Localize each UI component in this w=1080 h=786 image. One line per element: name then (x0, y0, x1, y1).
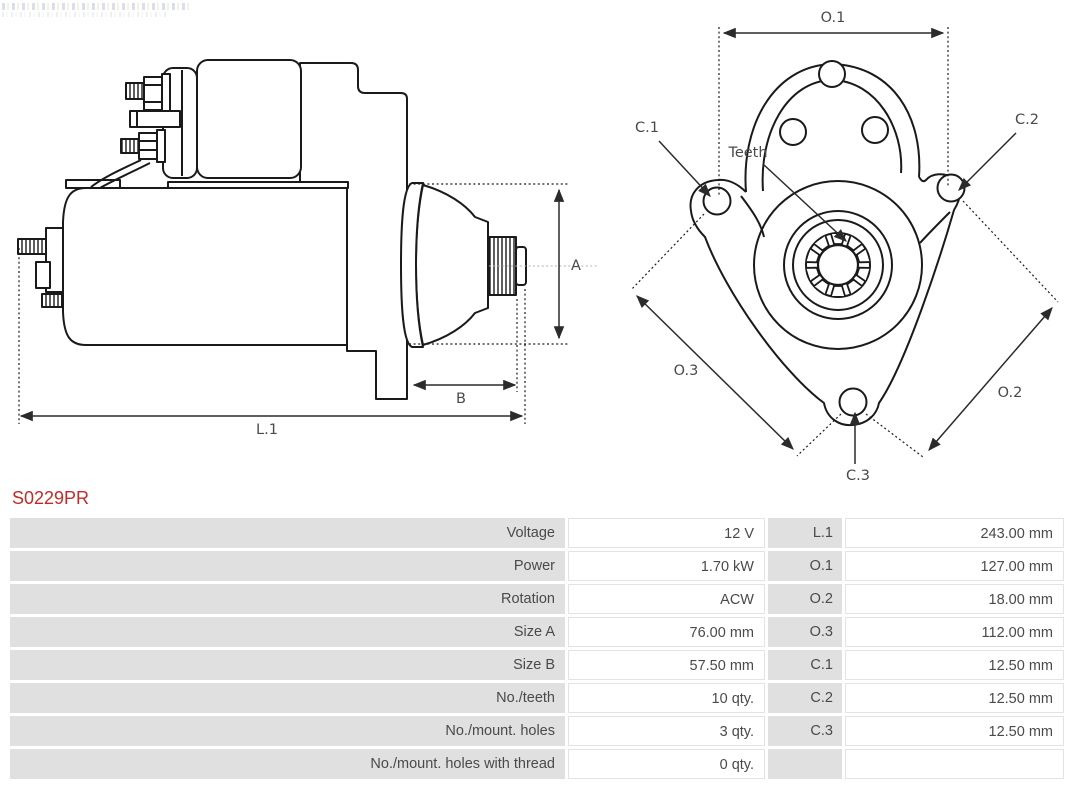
bell-housing (400, 182, 489, 348)
mounting-holes (702, 173, 966, 417)
spec-value: 57.50 mm (568, 650, 765, 680)
dim-value (845, 749, 1064, 779)
bell-top-outline (744, 60, 921, 193)
table-row: Voltage 12 V L.1 243.00 mm (10, 518, 1065, 548)
part-number: S0229PR (12, 488, 90, 508)
spec-label: No./teeth (10, 683, 565, 713)
dim-code: C.3 (768, 716, 842, 746)
spec-label: No./mount. holes (10, 716, 565, 746)
dim-value: 18.00 mm (845, 584, 1064, 614)
dim-label-o1: O.1 (821, 10, 846, 26)
brand-watermark-row2 (2, 12, 167, 17)
spec-label: Power (10, 551, 565, 581)
spec-label: Size B (10, 650, 565, 680)
field-wire (90, 159, 151, 189)
dim-code: C.1 (768, 650, 842, 680)
spec-value: 0 qty. (568, 749, 765, 779)
side-view-diagram: A B L.1 (17, 59, 597, 438)
brand-watermark (2, 3, 192, 10)
spec-label: Rotation (10, 584, 565, 614)
table-row: Size A 76.00 mm O.3 112.00 mm (10, 617, 1065, 647)
spec-table: Voltage 12 V L.1 243.00 mm Power 1.70 kW… (10, 518, 1065, 782)
table-row: Size B 57.50 mm C.1 12.50 mm (10, 650, 1065, 680)
spec-value: ACW (568, 584, 765, 614)
spec-value: 12 V (568, 518, 765, 548)
spec-value: 76.00 mm (568, 617, 765, 647)
dimension-lines (18, 183, 568, 424)
spec-value: 1.70 kW (568, 551, 765, 581)
table-row: No./mount. holes with thread 0 qty. (10, 749, 1065, 779)
dim-value: 12.50 mm (845, 716, 1064, 746)
dim-label-o3: O.3 (674, 363, 699, 379)
spec-label: Size A (10, 617, 565, 647)
motor-body (62, 187, 348, 346)
spec-value: 10 qty. (568, 683, 765, 713)
spec-label: No./mount. holes with thread (10, 749, 565, 779)
dim-code: O.3 (768, 617, 842, 647)
dim-label-o2: O.2 (998, 385, 1023, 401)
rear-studs (17, 227, 64, 308)
dim-label-l1: L.1 (256, 422, 278, 438)
dim-label-c2: C.2 (1015, 112, 1039, 128)
dim-value: 12.50 mm (845, 650, 1064, 680)
dimension-lines-front (630, 27, 1059, 464)
table-row: No./mount. holes 3 qty. C.3 12.50 mm (10, 716, 1065, 746)
table-row: Power 1.70 kW O.1 127.00 mm (10, 551, 1065, 581)
pinion-front (753, 180, 923, 350)
dim-value: 12.50 mm (845, 683, 1064, 713)
dim-label-c1: C.1 (635, 120, 659, 136)
dim-code (768, 749, 842, 779)
dim-label-a: A (571, 258, 581, 274)
solenoid (120, 59, 302, 179)
dim-code: L.1 (768, 518, 842, 548)
teeth-label: Teeth (727, 145, 767, 161)
dim-value: 127.00 mm (845, 551, 1064, 581)
spec-label: Voltage (10, 518, 565, 548)
table-row: No./teeth 10 qty. C.2 12.50 mm (10, 683, 1065, 713)
dim-value: 243.00 mm (845, 518, 1064, 548)
spec-value: 3 qty. (568, 716, 765, 746)
dim-value: 112.00 mm (845, 617, 1064, 647)
dim-code: C.2 (768, 683, 842, 713)
dim-code: O.2 (768, 584, 842, 614)
dim-code: O.1 (768, 551, 842, 581)
dim-label-c3: C.3 (846, 468, 870, 484)
table-row: Rotation ACW O.2 18.00 mm (10, 584, 1065, 614)
front-view-diagram: O.1 C.1 C.2 Teeth O.3 O.2 C.3 (630, 10, 1059, 484)
dim-label-b: B (456, 391, 466, 407)
